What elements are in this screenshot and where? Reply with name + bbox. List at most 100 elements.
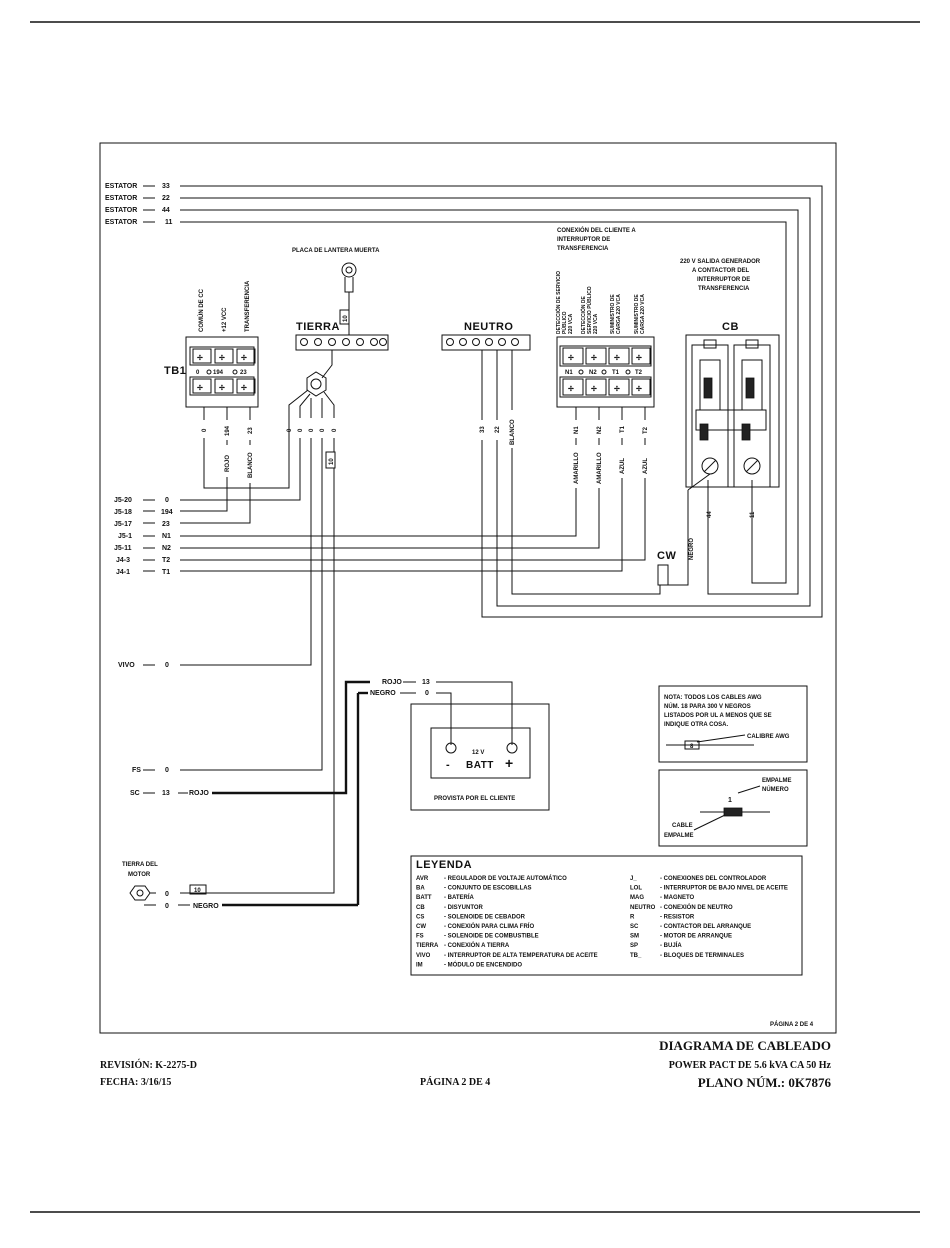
tierra-wire-2: 0 [298, 428, 304, 432]
cliente-term-1: N1 [565, 370, 573, 376]
empalme-block: EMPALME NÚMERO 1 CABLE EMPALME [658, 769, 808, 847]
ground-stud-icon [306, 371, 327, 397]
legend-key-left-7: TIERRA [416, 943, 439, 949]
wire-fs [180, 438, 323, 771]
sc-num: 13 [162, 790, 170, 797]
left-connectors: J5-20 J5-18 J5-17 J5-1 J5-11 J4-3 J4-1 0… [114, 497, 370, 797]
legend-value-left-4: - SOLENOIDE DE CEBADOR [444, 914, 526, 920]
cliente-header-2: DETECCIÓN DE [579, 296, 587, 334]
legend-value-left-6: - SOLENOIDE DE COMBUSTIBLE [444, 934, 539, 940]
wire-stator-22 [180, 197, 811, 607]
legend-key-left-8: VIVO [416, 953, 431, 959]
stator-num-3: 44 [162, 207, 170, 214]
battery-label: BATT [466, 760, 494, 771]
page-inner: PÁGINA 2 DE 4 [770, 1021, 814, 1028]
legend-value-left-7: - CONEXIÓN A TIERRA [444, 941, 510, 949]
battery-minus: - [446, 759, 450, 771]
svg-text:✢: ✢ [636, 385, 642, 393]
svg-text:✢: ✢ [241, 354, 247, 362]
legend-key-right-8: TB_ [630, 953, 642, 959]
svg-text:A CONTACTOR DEL: A CONTACTOR DEL [692, 268, 750, 274]
battery-caption: PROVISTA POR EL CLIENTE [434, 796, 515, 802]
legend-key-left-9: IM [416, 962, 423, 968]
cliente-color-1: AMARILLO [574, 452, 580, 484]
motor-color: NEGRO [193, 903, 219, 910]
wire-stator-33 [180, 185, 823, 618]
cb-frame [685, 334, 780, 488]
legend-value-left-1: - CONJUNTO DE ESCOBILLAS [444, 886, 532, 892]
screw-icon: ✢✢✢✢ ✢✢✢✢ [562, 347, 651, 396]
cliente-term-3: T1 [612, 370, 620, 376]
vivo-num: 0 [165, 662, 169, 669]
footer-subtitle: POWER PACT DE 5.6 kVA CA 50 Hz [669, 1060, 832, 1071]
cliente-color-2: AMARILLO [597, 452, 603, 484]
battery-block: ROJO 13 NEGRO 0 12 V BATT - + PROVISTA P… [356, 679, 550, 905]
empalme-tag: 1 [728, 797, 732, 804]
tb1-term-1: 0 [196, 370, 200, 376]
batt-wire-color-2: NEGRO [370, 690, 396, 697]
cliente-header-1c: 220 VCA [568, 313, 574, 334]
legend-key-right-0: J_ [630, 876, 637, 882]
nota-line-3: LISTADOS POR UL A MENOS QUE SE [664, 713, 772, 719]
stator-group: ESTATOR ESTATOR ESTATOR ESTATOR 33 22 44… [105, 183, 823, 618]
tierra-wire-4: 0 [320, 428, 326, 432]
cliente-tb-frame [556, 336, 655, 408]
nota-caption: CALIBRE AWG [747, 734, 790, 740]
footer-plano: PLANO NÚM.: 0K7876 [698, 1075, 832, 1090]
conn-num-7: T1 [162, 569, 170, 576]
empalme-label-2: NÚMERO [762, 786, 789, 793]
legend-value-left-3: - DISYUNTOR [444, 905, 484, 911]
conn-num-3: 23 [162, 521, 170, 528]
nota-block: NOTA: TODOS LOS CABLES AWG NÚM. 18 PARA … [658, 685, 808, 763]
tb1-wire-3: 23 [248, 427, 254, 434]
conn-pin-3: J5-17 [114, 521, 132, 528]
tierra-wire-5: 0 [332, 428, 338, 432]
tb1-header-1: COMÚN DE CC [198, 288, 205, 332]
legend-value-left-0: - REGULADOR DE VOLTAJE AUTOMÁTICO [444, 875, 567, 882]
battery-plus-terminal [506, 742, 518, 754]
legend-key-right-4: R [630, 914, 635, 920]
terminal-screw-icon [446, 338, 519, 346]
legend-key-left-5: CW [416, 924, 426, 930]
legend-value-right-8: - BLOQUES DE TERMINALES [660, 953, 744, 959]
stator-num-1: 33 [162, 183, 170, 190]
empalme-cable-2: EMPALME [664, 833, 694, 839]
cliente-wire-2: N2 [597, 426, 603, 434]
battery-voltage: 12 V [472, 750, 484, 756]
tb1-term-2: 194 [213, 370, 224, 376]
legend-value-right-6: - MOTOR DE ARRANQUE [660, 934, 732, 940]
cliente-title-2: INTERRUPTOR DE [557, 237, 610, 243]
svg-text:✢: ✢ [591, 354, 597, 362]
terminal-screw-icon [300, 338, 387, 346]
cliente-header-1: DETECCIÓN DE SERVICIO [554, 271, 562, 334]
legend-key-left-6: FS [416, 934, 424, 940]
tierra-bar [295, 334, 389, 351]
leyenda-left: AVR- REGULADOR DE VOLTAJE AUTOMÁTICOBA- … [416, 875, 598, 968]
wire-t2 [180, 478, 646, 561]
motor-num-2: 0 [165, 903, 169, 910]
svg-text:✢: ✢ [197, 354, 203, 362]
tierra-tag: 10 [329, 458, 335, 465]
cliente-title-1: CONEXIÓN DEL CLIENTE A [557, 226, 636, 234]
wire-0-j520 [180, 438, 301, 501]
legend-key-right-2: MAG [630, 895, 644, 901]
legend-key-left-1: BA [416, 886, 425, 892]
cw-component [657, 564, 669, 586]
legend-value-left-5: - CONEXIÓN PARA CLIMA FRÍO [444, 922, 534, 930]
legend-value-right-3: - CONEXIÓN DE NEUTRO [660, 903, 733, 911]
tb1-color-1: ROJO [225, 455, 231, 472]
cliente-header-3b: CARGA 220 VCA [616, 294, 622, 334]
cliente-color-3: AZUL [620, 458, 626, 474]
leyenda-frame [410, 855, 803, 976]
wire-stator-11 [180, 221, 787, 584]
stator-label-1: ESTATOR [105, 183, 137, 190]
screw-icon: ✢✢✢ ✢✢✢ [192, 348, 256, 394]
svg-text:✢: ✢ [568, 354, 574, 362]
wire-t1 [180, 478, 623, 572]
svg-text:✢: ✢ [591, 385, 597, 393]
svg-text:✢: ✢ [636, 354, 642, 362]
cliente-wire-3: T1 [620, 425, 626, 433]
wire-23 [180, 483, 251, 524]
wire-0-tb1 [203, 415, 290, 489]
